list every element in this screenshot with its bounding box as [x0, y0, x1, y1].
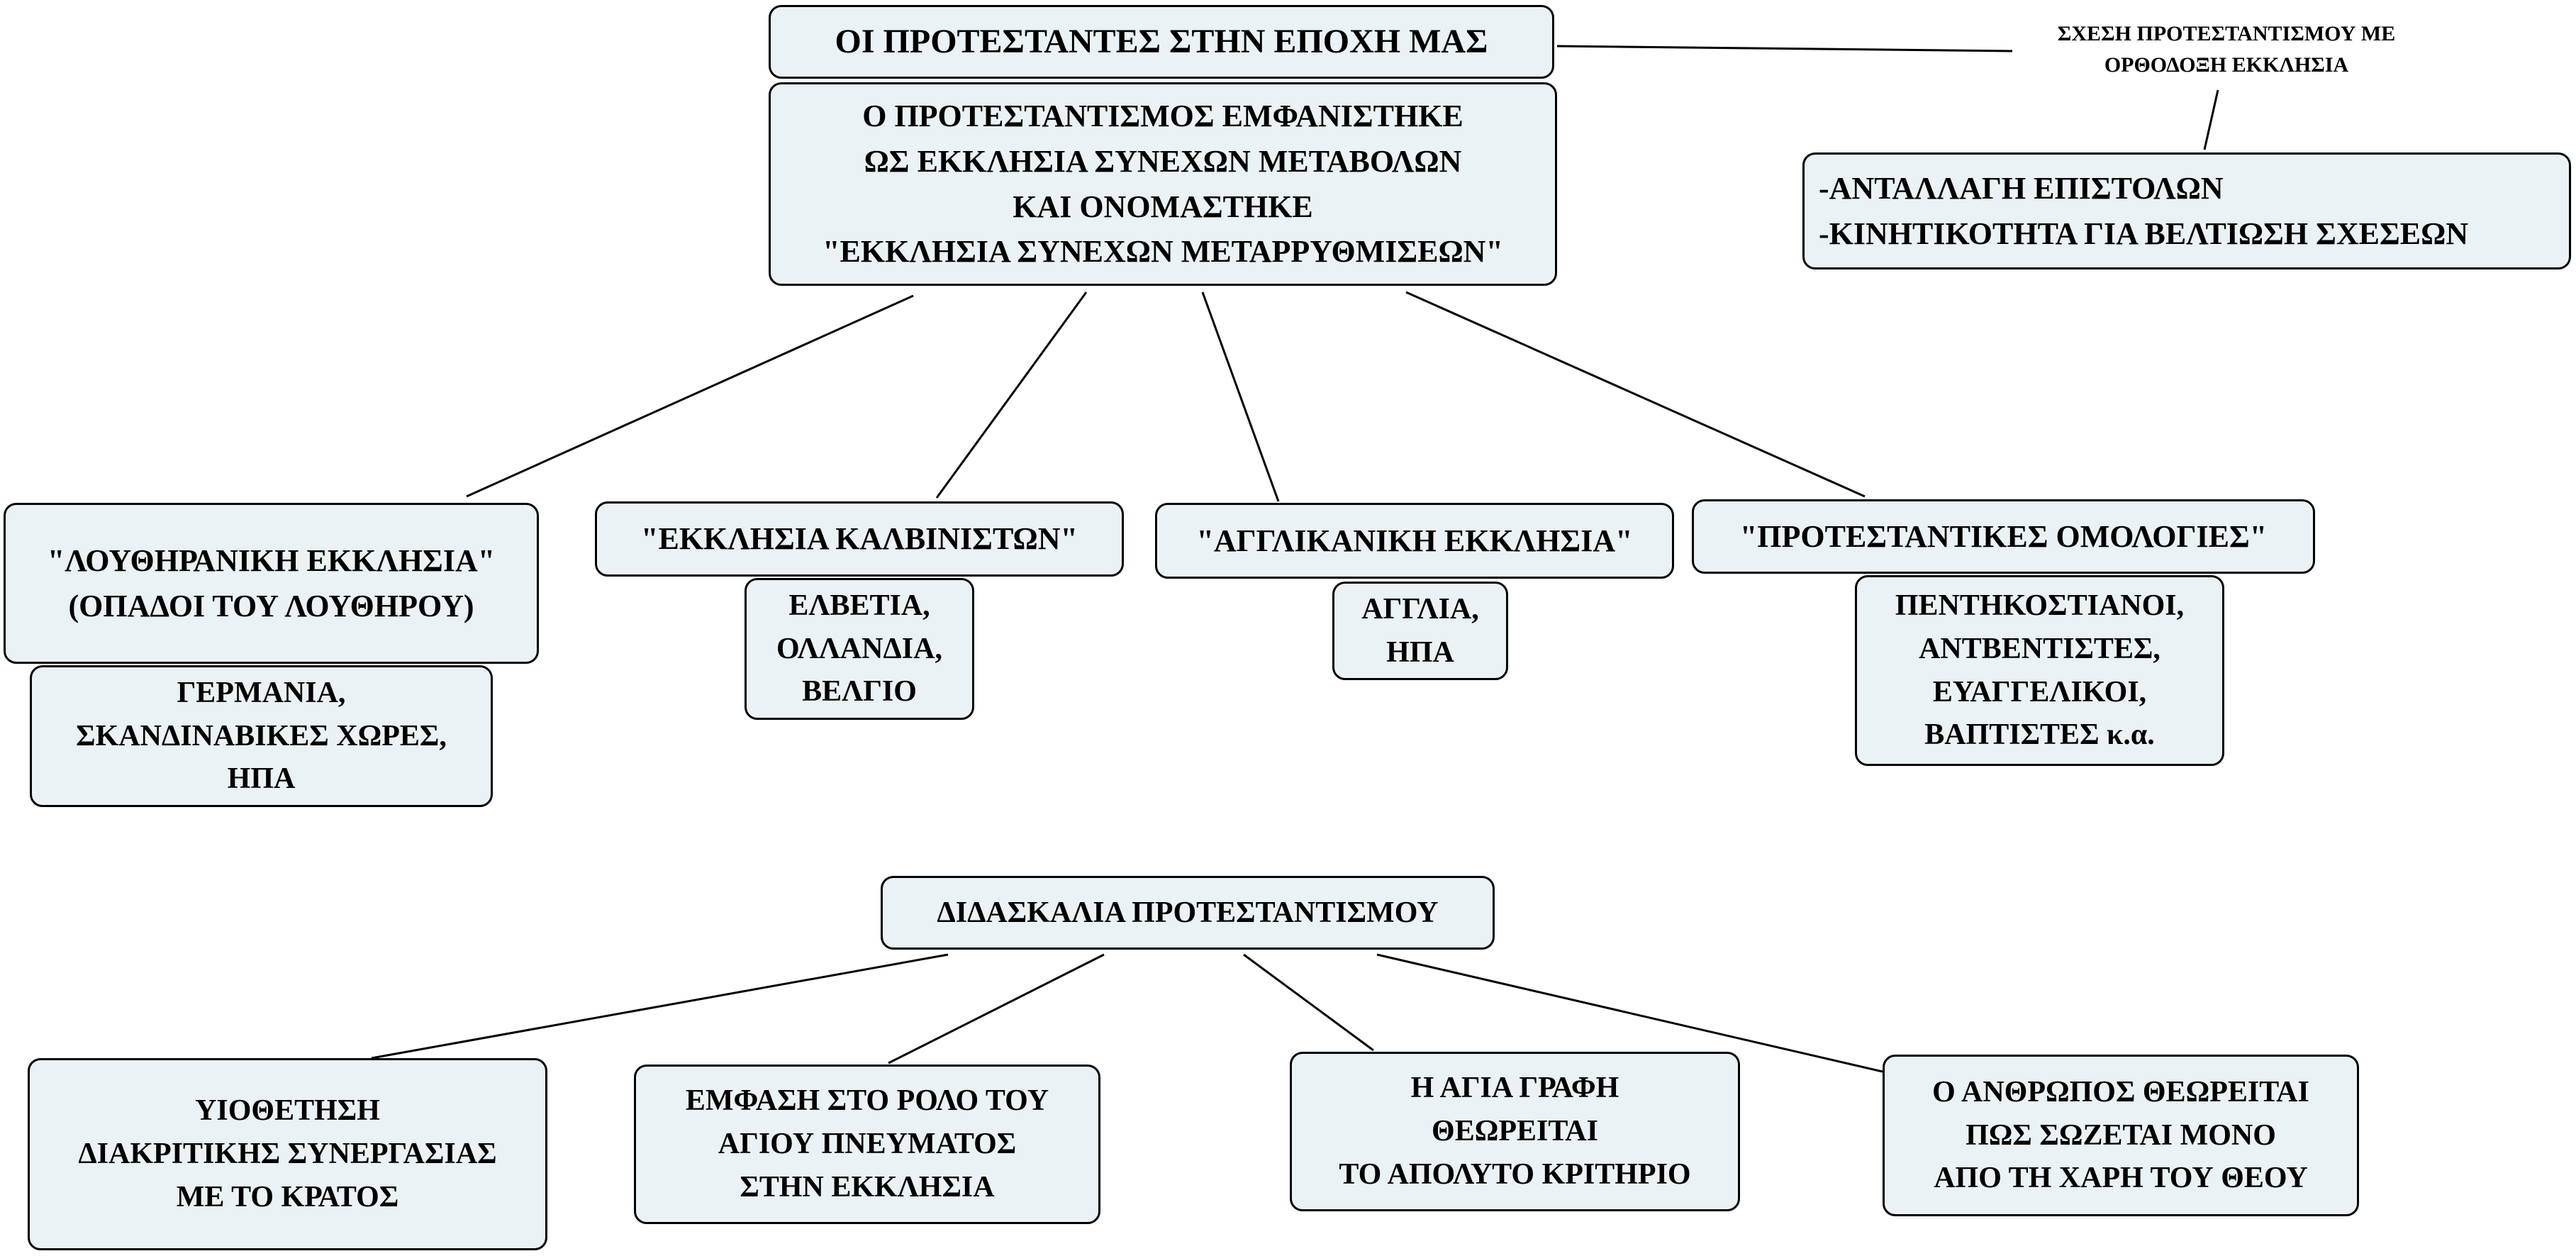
doctrine-node: ΔΙΔΑΣΚΑΛΙΑ ΠΡΟΤΕΣΤΑΝΤΙΣΜΟΥ: [881, 876, 1495, 950]
connector-confessions: [1405, 291, 1866, 498]
doctrine-point: ΥΙΟΘΕΤΗΣΗ ΔΙΑΚΡΙΤΙΚΗΣ ΣΥΝΕΡΓΑΣΙΑΣ ΜΕ ΤΟ …: [28, 1058, 547, 1250]
place: ΠΕΝΤΗΚΟΣΤΙΑΝΟΙ,: [1895, 589, 2185, 622]
relation-label-line: ΟΡΘΟΔΟΞΗ ΕΚΚΛΗΣΙΑ: [2104, 52, 2349, 77]
doctrine-point-line: ΑΠΟ ΤΗ ΧΑΡΗ ΤΟΥ ΘΕΟΥ: [1934, 1162, 2308, 1195]
doctrine-point-line: ΤΟ ΑΠΟΛΥΤΟ ΚΡΙΤΗΡΙΟ: [1339, 1157, 1691, 1191]
doctrine-point: Η ΑΓΙΑ ΓΡΑΦΗ ΘΕΩΡΕΙΤΑΙ ΤΟ ΑΠΟΛΥΤΟ ΚΡΙΤΗΡ…: [1290, 1052, 1740, 1211]
church-name: "ΑΓΓΛΙΚΑΝΙΚΗ ΕΚΚΛΗΣΙΑ": [1196, 523, 1633, 558]
doctrine-point-line: Η ΑΓΙΑ ΓΡΑΦΗ: [1410, 1072, 1619, 1105]
relation-label-line: ΣΧΕΣΗ ΠΡΟΤΕΣΤΑΝΤΙΣΜΟΥ ΜΕ: [2057, 22, 2396, 45]
doctrine-point-line: ΕΜΦΑΣΗ ΣΤΟ ΡΟΛΟ ΤΟΥ: [685, 1084, 1049, 1118]
doctrine-point-line: ΥΙΟΘΕΤΗΣΗ: [195, 1094, 380, 1128]
doctrine-point-line: ΣΤΗΝ ΕΚΚΛΗΣΙΑ: [740, 1170, 995, 1204]
connector-doctrine-3: [1243, 953, 1374, 1052]
church-node-calvinist: "ΕΚΚΛΗΣΙΑ ΚΑΛΒΙΝΙΣΤΩΝ": [595, 501, 1124, 577]
place: ΒΑΠΤΙΣΤΕΣ κ.α.: [1924, 718, 2155, 752]
place: ΣΚΑΝΔΙΝΑΒΙΚΕΣ ΧΩΡΕΣ,: [76, 719, 447, 752]
doctrine-point-line: ΠΩΣ ΣΩΖΕΤΑΙ ΜΟΝΟ: [1966, 1118, 2276, 1152]
doctrine-point-line: ΜΕ ΤΟ ΚΡΑΤΟΣ: [176, 1180, 399, 1213]
church-node-lutheran: "ΛΟΥΘΗΡΑΝΙΚΗ ΕΚΚΛΗΣΙΑ" (ΟΠΑΔΟΙ ΤΟΥ ΛΟΥΘΗ…: [4, 503, 539, 664]
place: ΒΕΛΓΙΟ: [802, 675, 917, 708]
church-name: (ΟΠΑΔΟΙ ΤΟΥ ΛΟΥΘΗΡΟΥ): [68, 588, 474, 623]
description-line: ΩΣ ΕΚΚΛΗΣΙΑ ΣΥΝΕΧΩΝ ΜΕΤΑΒΟΛΩΝ: [864, 143, 1462, 179]
connector-anglican: [1201, 291, 1280, 502]
place: ΑΝΤΒΕΝΤΙΣΤΕΣ,: [1919, 632, 2160, 665]
title-text: ΟΙ ΠΡΟΤΕΣΤΑΝΤΕΣ ΣΤΗΝ ΕΠΟΧΗ ΜΑΣ: [835, 23, 1488, 61]
church-name: "ΕΚΚΛΗΣΙΑ ΚΑΛΒΙΝΙΣΤΩΝ": [641, 521, 1078, 557]
connector-relation-label-box: [2203, 89, 2219, 150]
relation-item: -ΚΙΝΗΤΙΚΟΤΗΤΑ ΓΙΑ ΒΕΛΤΙΩΣΗ ΣΧΕΣΕΩΝ: [1819, 216, 2469, 251]
doctrine-point: Ο ΑΝΘΡΩΠΟΣ ΘΕΩΡΕΙΤΑΙ ΠΩΣ ΣΩΖΕΤΑΙ ΜΟΝΟ ΑΠ…: [1883, 1055, 2359, 1216]
church-node-confessions: "ΠΡΟΤΕΣΤΑΝΤΙΚΕΣ ΟΜΟΛΟΓΙΕΣ": [1692, 499, 2315, 574]
place: ΗΠΑ: [1386, 635, 1454, 669]
connector-doctrine-1: [371, 953, 949, 1060]
places-node-lutheran: ΓΕΡΜΑΝΙΑ, ΣΚΑΝΔΙΝΑΒΙΚΕΣ ΧΩΡΕΣ, ΗΠΑ: [30, 665, 493, 807]
doctrine-point-line: Ο ΑΝΘΡΩΠΟΣ ΘΕΩΡΕΙΤΑΙ: [1932, 1075, 2309, 1108]
place: ΗΠΑ: [227, 762, 296, 796]
place: ΑΓΓΛΙΑ,: [1361, 592, 1479, 626]
church-node-anglican: "ΑΓΓΛΙΚΑΝΙΚΗ ΕΚΚΛΗΣΙΑ": [1155, 503, 1674, 579]
connector-title-relation: [1556, 45, 2013, 52]
place: ΕΛΒΕΤΙΑ,: [788, 589, 930, 622]
relation-label: ΣΧΕΣΗ ΠΡΟΤΕΣΤΑΝΤΙΣΜΟΥ ΜΕ ΟΡΘΟΔΟΞΗ ΕΚΚΛΗΣ…: [1978, 18, 2475, 80]
relation-node: -ΑΝΤΑΛΛΑΓΗ ΕΠΙΣΤΟΛΩΝ -ΚΙΝΗΤΙΚΟΤΗΤΑ ΓΙΑ Β…: [1802, 152, 2571, 269]
doctrine-point: ΕΜΦΑΣΗ ΣΤΟ ΡΟΛΟ ΤΟΥ ΑΓΙΟΥ ΠΝΕΥΜΑΤΟΣ ΣΤΗΝ…: [634, 1065, 1100, 1224]
doctrine-point-line: ΔΙΑΚΡΙΤΙΚΗΣ ΣΥΝΕΡΓΑΣΙΑΣ: [78, 1138, 497, 1171]
doctrine-point-line: ΘΕΩΡΕΙΤΑΙ: [1432, 1115, 1598, 1148]
connector-doctrine-4: [1376, 953, 1883, 1073]
connector-calvinist: [935, 291, 1088, 499]
place: ΕΥΑΓΓΕΛΙΚΟΙ,: [1932, 675, 2147, 708]
description-line: Ο ΠΡΟΤΕΣΤΑΝΤΙΣΜΟΣ ΕΜΦΑΝΙΣΤΗΚΕ: [862, 98, 1463, 133]
church-name: "ΠΡΟΤΕΣΤΑΝΤΙΚΕΣ ΟΜΟΛΟΓΙΕΣ": [1739, 518, 2268, 554]
places-node-confessions: ΠΕΝΤΗΚΟΣΤΙΑΝΟΙ, ΑΝΤΒΕΝΤΙΣΤΕΣ, ΕΥΑΓΓΕΛΙΚΟ…: [1855, 575, 2224, 766]
connector-doctrine-2: [888, 953, 1105, 1065]
place: ΓΕΡΜΑΝΙΑ,: [177, 676, 346, 709]
place: ΟΛΛΑΝΔΙΑ,: [776, 632, 942, 665]
doctrine-title: ΔΙΔΑΣΚΑΛΙΑ ΠΡΟΤΕΣΤΑΝΤΙΣΜΟΥ: [937, 896, 1439, 929]
relation-item: -ΑΝΤΑΛΛΑΓΗ ΕΠΙΣΤΟΛΩΝ: [1819, 170, 2224, 206]
description-node: Ο ΠΡΟΤΕΣΤΑΝΤΙΣΜΟΣ ΕΜΦΑΝΙΣΤΗΚΕ ΩΣ ΕΚΚΛΗΣΙ…: [769, 82, 1557, 286]
description-line: ΚΑΙ ΟΝΟΜΑΣΤΗΚΕ: [1013, 189, 1313, 224]
places-node-calvinist: ΕΛΒΕΤΙΑ, ΟΛΛΑΝΔΙΑ, ΒΕΛΓΙΟ: [745, 578, 974, 720]
church-name: "ΛΟΥΘΗΡΑΝΙΚΗ ΕΚΚΛΗΣΙΑ": [47, 543, 496, 578]
title-node: ΟΙ ΠΡΟΤΕΣΤΑΝΤΕΣ ΣΤΗΝ ΕΠΟΧΗ ΜΑΣ: [769, 5, 1554, 79]
places-node-anglican: ΑΓΓΛΙΑ, ΗΠΑ: [1332, 582, 1508, 680]
doctrine-point-line: ΑΓΙΟΥ ΠΝΕΥΜΑΤΟΣ: [718, 1128, 1017, 1161]
connector-lutheran: [466, 294, 914, 498]
description-line: "ΕΚΚΛΗΣΙΑ ΣΥΝΕΧΩΝ ΜΕΤΑΡΡΥΘΜΙΣΕΩΝ": [823, 234, 1503, 269]
